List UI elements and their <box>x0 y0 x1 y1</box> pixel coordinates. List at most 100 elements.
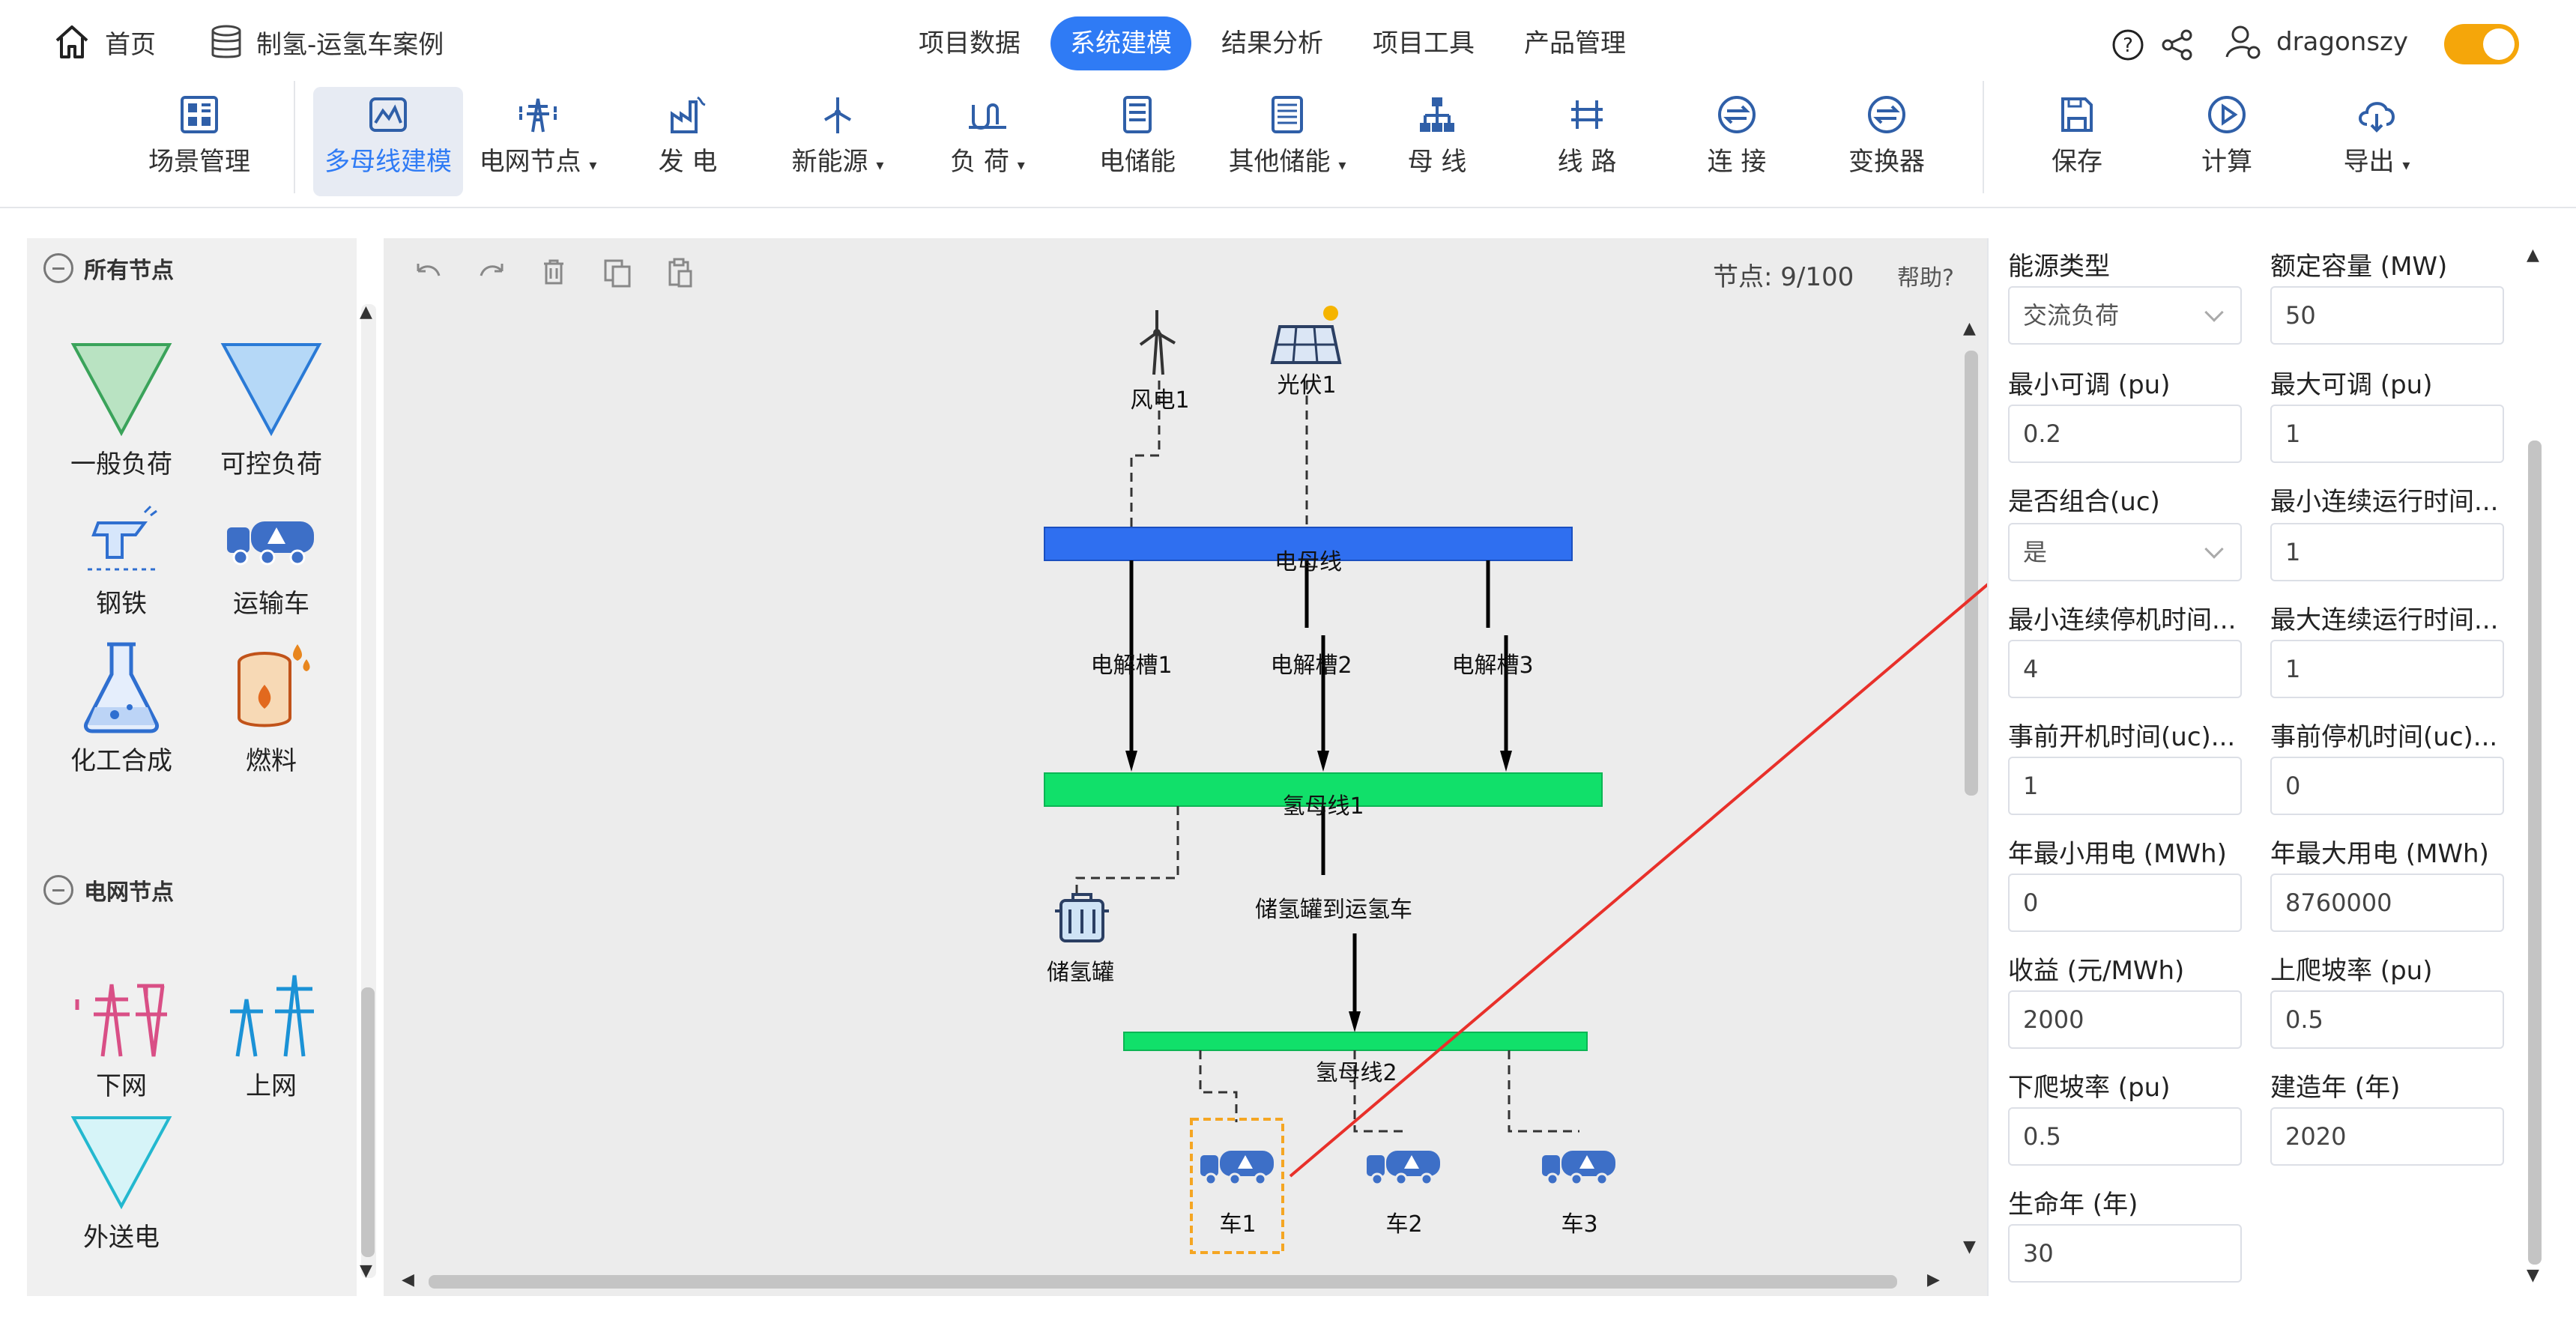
palette-export-power[interactable]: 外送电 <box>54 1113 189 1253</box>
palette-transport-truck[interactable]: 运输车 <box>204 505 339 620</box>
palette-general-load[interactable]: 一般负荷 <box>54 340 189 480</box>
scroll-up-icon[interactable]: ▲ <box>360 303 372 321</box>
field-label-annual-max-energy: 年最大用电 (MWh) <box>2270 839 2489 869</box>
truck-2-icon[interactable] <box>1367 1151 1440 1186</box>
palette-controllable-load[interactable]: 可控负荷 <box>204 340 339 480</box>
tool-multibus-modeling[interactable]: 多母线建模 <box>313 87 463 196</box>
truck-3-icon[interactable] <box>1542 1151 1615 1186</box>
tool-renewables[interactable]: 新能源 ▾ <box>763 87 913 196</box>
node-count-value: 9/100 <box>1780 262 1854 292</box>
palette-steel[interactable]: 钢铁 <box>54 505 189 620</box>
tab-project-tools[interactable]: 项目工具 <box>1373 28 1475 58</box>
section-all-nodes[interactable]: 所有节点 <box>43 252 174 285</box>
tool-export[interactable]: 导出 ▾ <box>2302 87 2452 196</box>
copy-icon[interactable] <box>602 258 632 288</box>
panel-scrollbar[interactable] <box>2528 441 2542 1265</box>
section-grid-nodes[interactable]: 电网节点 <box>43 874 174 906</box>
rated-capacity-input[interactable]: 50 <box>2270 286 2504 345</box>
max-run-time-input[interactable]: 1 <box>2270 640 2504 698</box>
tool-generation[interactable]: 发 电 <box>613 87 763 196</box>
palette-grid-download[interactable]: 下网 <box>54 969 189 1102</box>
min-run-time-input[interactable]: 1 <box>2270 523 2504 581</box>
tool-label: 发 电 <box>658 147 718 177</box>
palette-chemical-synthesis[interactable]: 化工合成 <box>54 640 189 777</box>
palette-scrollbar-thumb[interactable] <box>361 987 375 1257</box>
tab-system-modeling[interactable]: 系统建模 <box>1050 16 1191 70</box>
scroll-up-icon[interactable]: ▲ <box>1963 319 1976 338</box>
lifetime-input[interactable]: 30 <box>2008 1224 2242 1283</box>
tool-electric-storage[interactable]: 电储能 <box>1062 87 1212 196</box>
tower-icon <box>519 98 557 133</box>
tool-other-storage[interactable]: 其他储能 ▾ <box>1212 87 1362 196</box>
toggle-knob <box>2483 28 2515 60</box>
theme-toggle[interactable] <box>2444 24 2519 64</box>
scroll-down-icon[interactable]: ▼ <box>360 1262 372 1280</box>
paste-icon[interactable] <box>667 258 694 288</box>
min-down-time-input[interactable]: 4 <box>2008 640 2242 698</box>
field-label-revenue: 收益 (元/MWh) <box>2008 956 2185 986</box>
grid-icon <box>181 96 218 133</box>
tool-line[interactable]: 线 路 <box>1512 87 1662 196</box>
tool-bus[interactable]: 母 线 <box>1362 87 1512 196</box>
canvas-area: 节点: 9/100 帮助? <box>384 238 1987 1296</box>
help-icon[interactable]: ? <box>2111 28 2144 61</box>
tab-product-management[interactable]: 产品管理 <box>1524 28 1626 58</box>
tool-save[interactable]: 保存 <box>2002 87 2152 196</box>
property-panel: 能源类型 交流负荷 额定容量 (MW) 50 最小可调 (pu) 0.2 最大可… <box>1987 238 2549 1296</box>
scroll-down-icon[interactable]: ▼ <box>1963 1238 1976 1256</box>
tool-scene-management[interactable]: 场景管理 <box>124 87 274 196</box>
share-icon[interactable] <box>2161 28 2194 61</box>
canvas-horizontal-scrollbar[interactable] <box>429 1275 1897 1289</box>
redo-icon[interactable] <box>477 261 507 283</box>
steel-icon <box>88 505 157 571</box>
build-year-input[interactable]: 2020 <box>2270 1107 2504 1166</box>
wind-turbine-icon[interactable] <box>1139 310 1176 375</box>
scroll-down-icon[interactable]: ▼ <box>2527 1266 2539 1285</box>
field-label-ramp-down: 下爬坡率 (pu) <box>2008 1073 2171 1103</box>
tool-label: 电储能 <box>1099 147 1176 177</box>
tool-converter[interactable]: 变换器 <box>1812 87 1962 196</box>
ramp-down-input[interactable]: 0.5 <box>2008 1107 2242 1166</box>
solar-panel-icon[interactable] <box>1270 306 1342 364</box>
scroll-right-icon[interactable]: ▶ <box>1927 1271 1940 1289</box>
play-icon <box>2208 96 2246 133</box>
prior-on-time-input[interactable]: 1 <box>2008 757 2242 815</box>
user-menu[interactable]: dragonszy <box>2224 22 2408 61</box>
label-wind: 风电1 <box>1130 387 1189 414</box>
project-link[interactable]: 制氢-运氢车案例 <box>210 24 444 61</box>
revenue-input[interactable]: 2000 <box>2008 990 2242 1049</box>
palette-grid-upload[interactable]: 上网 <box>204 969 339 1102</box>
canvas-vertical-scrollbar[interactable] <box>1965 351 1978 796</box>
node-label: 化工合成 <box>70 746 172 776</box>
tool-load[interactable]: 负 荷 ▾ <box>913 87 1062 196</box>
user-settings-icon <box>2225 25 2261 59</box>
tab-result-analysis[interactable]: 结果分析 <box>1221 28 1323 58</box>
max-adjust-input[interactable]: 1 <box>2270 405 2504 463</box>
diagram-canvas[interactable]: 风电1 光伏1 电母线 电解槽1 电解槽2 电解槽3 氢母线1 储氢罐 储氢罐到… <box>384 306 1957 1265</box>
home-link[interactable]: 首页 <box>52 22 156 61</box>
hydrogen-tank-icon[interactable] <box>1055 893 1109 942</box>
ramp-up-input[interactable]: 0.5 <box>2270 990 2504 1049</box>
collapse-icon[interactable] <box>43 253 73 283</box>
tool-connect[interactable]: 连 接 <box>1662 87 1812 196</box>
undo-icon[interactable] <box>414 261 444 283</box>
collapse-icon[interactable] <box>43 875 73 905</box>
scroll-up-icon[interactable]: ▲ <box>2527 246 2539 264</box>
hydrogen-bus-2-bar[interactable] <box>1123 1032 1588 1051</box>
palette-fuel[interactable]: 燃料 <box>204 640 339 777</box>
annual-min-energy-input[interactable]: 0 <box>2008 874 2242 932</box>
node-count-label: 节点: <box>1713 262 1773 292</box>
scroll-left-icon[interactable]: ◀ <box>402 1271 414 1289</box>
annual-max-energy-input[interactable]: 8760000 <box>2270 874 2504 932</box>
unit-commitment-select[interactable]: 是 <box>2008 523 2242 581</box>
tool-grid-node[interactable]: 电网节点 ▾ <box>463 87 613 196</box>
load-icon <box>969 103 1006 130</box>
prior-off-time-input[interactable]: 0 <box>2270 757 2504 815</box>
tool-calculate[interactable]: 计算 <box>2152 87 2302 196</box>
help-link[interactable]: 帮助? <box>1897 265 1954 291</box>
truck-1-icon[interactable] <box>1200 1151 1274 1186</box>
delete-icon[interactable] <box>541 258 566 286</box>
energy-type-select[interactable]: 交流负荷 <box>2008 286 2242 345</box>
tab-project-data[interactable]: 项目数据 <box>919 28 1021 58</box>
min-adjust-input[interactable]: 0.2 <box>2008 405 2242 463</box>
